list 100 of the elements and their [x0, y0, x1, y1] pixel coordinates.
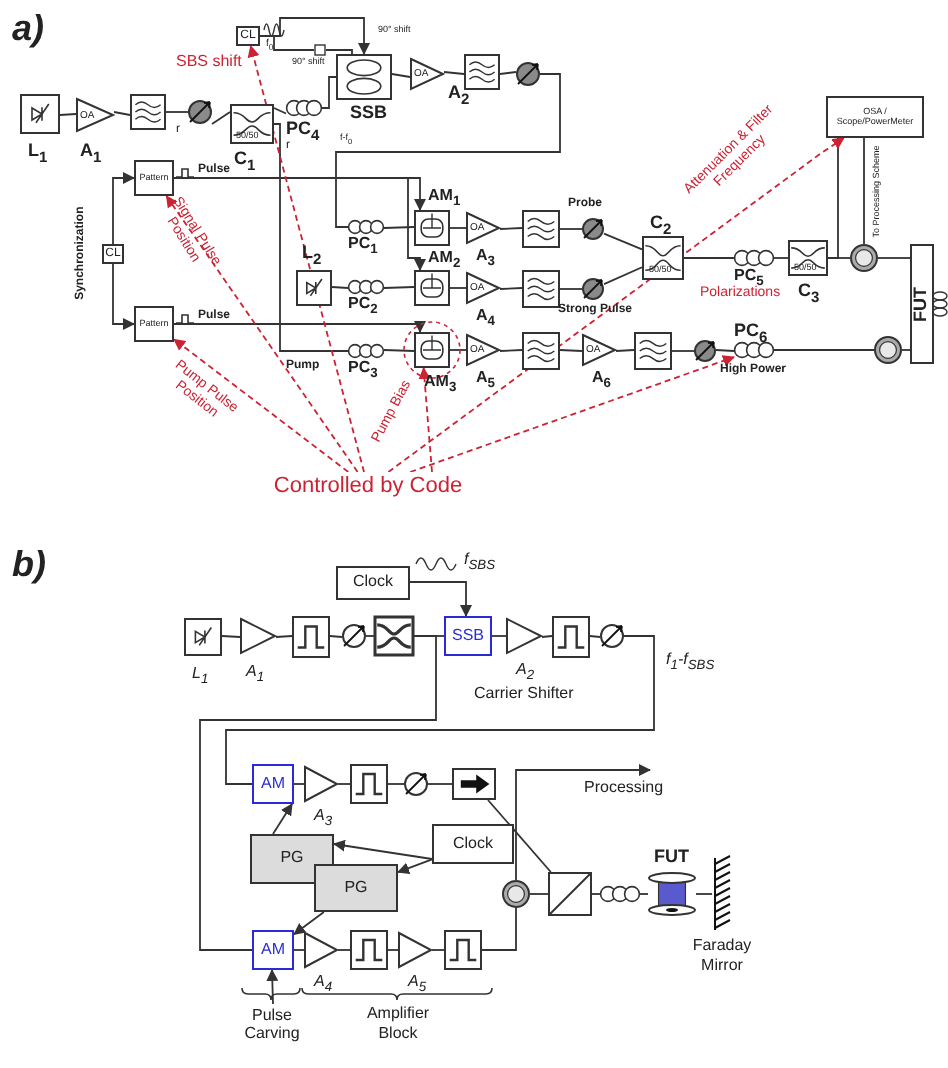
- component-label: A$_{2}$: [448, 82, 470, 108]
- fiber-line: [383, 286, 415, 289]
- arrow: [173, 321, 426, 333]
- pulse-generator-box: PG: [250, 834, 334, 884]
- fiber-line: [391, 73, 411, 78]
- fiber-line: [901, 349, 911, 351]
- arrow: [112, 263, 135, 330]
- fiber-line: [293, 783, 305, 785]
- arrow: [173, 177, 426, 271]
- arrow: [293, 911, 325, 936]
- fiber-line: [773, 349, 875, 351]
- fiber-line: [383, 349, 415, 352]
- fiber-line: [591, 893, 601, 895]
- fiber-line: [603, 232, 643, 251]
- component-label: C$_{3}$: [798, 280, 820, 306]
- fiber-line: [387, 783, 405, 785]
- component-label: SSB: [350, 102, 388, 124]
- fiber-line: [321, 76, 337, 109]
- pulse-generator-box: PG: [314, 864, 398, 912]
- fiber-line: [329, 635, 343, 638]
- fiber-line: [221, 635, 241, 638]
- fiber-line: [427, 783, 453, 785]
- section-label: Carrier Shifter: [474, 684, 574, 704]
- fiber-line: [491, 635, 507, 637]
- fiber-line: [331, 286, 349, 289]
- edge-label: Processing: [584, 778, 664, 798]
- component-label: FUT: [910, 286, 932, 322]
- clock-box: Clock: [432, 824, 514, 864]
- component-label: A$_{2}$: [516, 660, 535, 686]
- fiber-line: [337, 783, 351, 785]
- fiber-line: [225, 635, 655, 785]
- fiber-line: [337, 949, 351, 951]
- fiber-line: [431, 949, 445, 951]
- modulator-box: AM: [252, 764, 294, 804]
- component-label: AM$_{3}$: [424, 372, 457, 398]
- fiber-line: [365, 635, 375, 637]
- component-label: Faraday Mirror: [690, 936, 754, 975]
- component-label: A$_{1}$: [246, 662, 265, 688]
- fiber-line: [559, 228, 583, 230]
- fiber-line: [499, 287, 523, 290]
- component-label: L$_{2}$: [302, 242, 322, 268]
- component-label: L$_{1}$: [192, 664, 209, 690]
- fiber-line: [449, 349, 467, 351]
- fiber-line: [715, 349, 735, 352]
- component-label: A$_{3}$: [314, 806, 333, 832]
- fiber-line: [639, 893, 649, 895]
- arrow: [112, 172, 135, 245]
- leader-line: [418, 367, 433, 473]
- fiber-line: [877, 257, 911, 259]
- component-label: L$_{1}$: [28, 140, 48, 166]
- leader-line: [409, 355, 735, 473]
- modulator-box: AM: [252, 930, 294, 970]
- fiber-line: [273, 123, 349, 352]
- fiber-line: [443, 71, 465, 75]
- component-label: C$_{1}$: [234, 148, 256, 174]
- component-label: FUT: [654, 846, 689, 868]
- leader-line: [247, 45, 365, 473]
- fiber-line: [387, 949, 399, 951]
- fiber-line: [199, 635, 437, 951]
- component-label: A$_{4}$: [314, 972, 333, 998]
- fiber-line: [559, 349, 583, 352]
- fiber-line: [293, 949, 305, 951]
- section-label: Amplifier Block: [364, 1004, 432, 1043]
- fiber-line: [383, 226, 415, 229]
- fiber-line: [275, 635, 293, 638]
- component-label: A$_{1}$: [80, 140, 102, 166]
- fiber-line: [113, 111, 131, 116]
- component-label: PC$_{3}$: [348, 358, 378, 384]
- component-label: AM$_{1}$: [428, 186, 461, 212]
- fiber-line: [863, 137, 865, 245]
- component-label: PC$_{1}$: [348, 234, 378, 260]
- fiber-line: [773, 257, 789, 259]
- fiber-line: [541, 635, 553, 638]
- fiber-line: [449, 227, 467, 229]
- fiber-line: [499, 349, 523, 352]
- arrow: [272, 803, 293, 835]
- modulator-box: SSB: [444, 616, 492, 656]
- leader-line: [387, 137, 845, 473]
- component-label: A$_{3}$: [476, 246, 495, 272]
- frequency-label: f$_{SBS}$: [464, 550, 496, 576]
- fiber-line: [671, 350, 695, 352]
- fiber-line: [449, 287, 467, 289]
- edge-label: SBS shift: [176, 52, 242, 72]
- fiber-line: [529, 893, 549, 895]
- component-label: AM$_{2}$: [428, 248, 461, 274]
- fiber-line: [695, 893, 713, 895]
- panel-label: b): [12, 544, 46, 588]
- leader-line: [173, 338, 350, 473]
- fiber-line: [603, 266, 643, 286]
- fiber-line: [683, 257, 735, 259]
- component-label: C$_{2}$: [650, 212, 672, 238]
- component-label: PC$_{2}$: [348, 294, 378, 320]
- frequency-label: f$_{1}$-f$_{SBS}$: [666, 650, 715, 676]
- component-label: A$_{4}$: [476, 306, 495, 332]
- fiber-line: [615, 349, 635, 352]
- arrow: [515, 764, 651, 881]
- component-label: A$_{5}$: [408, 972, 427, 998]
- arrow: [397, 858, 433, 874]
- arrow: [266, 969, 279, 1005]
- panel-label: a): [12, 8, 45, 52]
